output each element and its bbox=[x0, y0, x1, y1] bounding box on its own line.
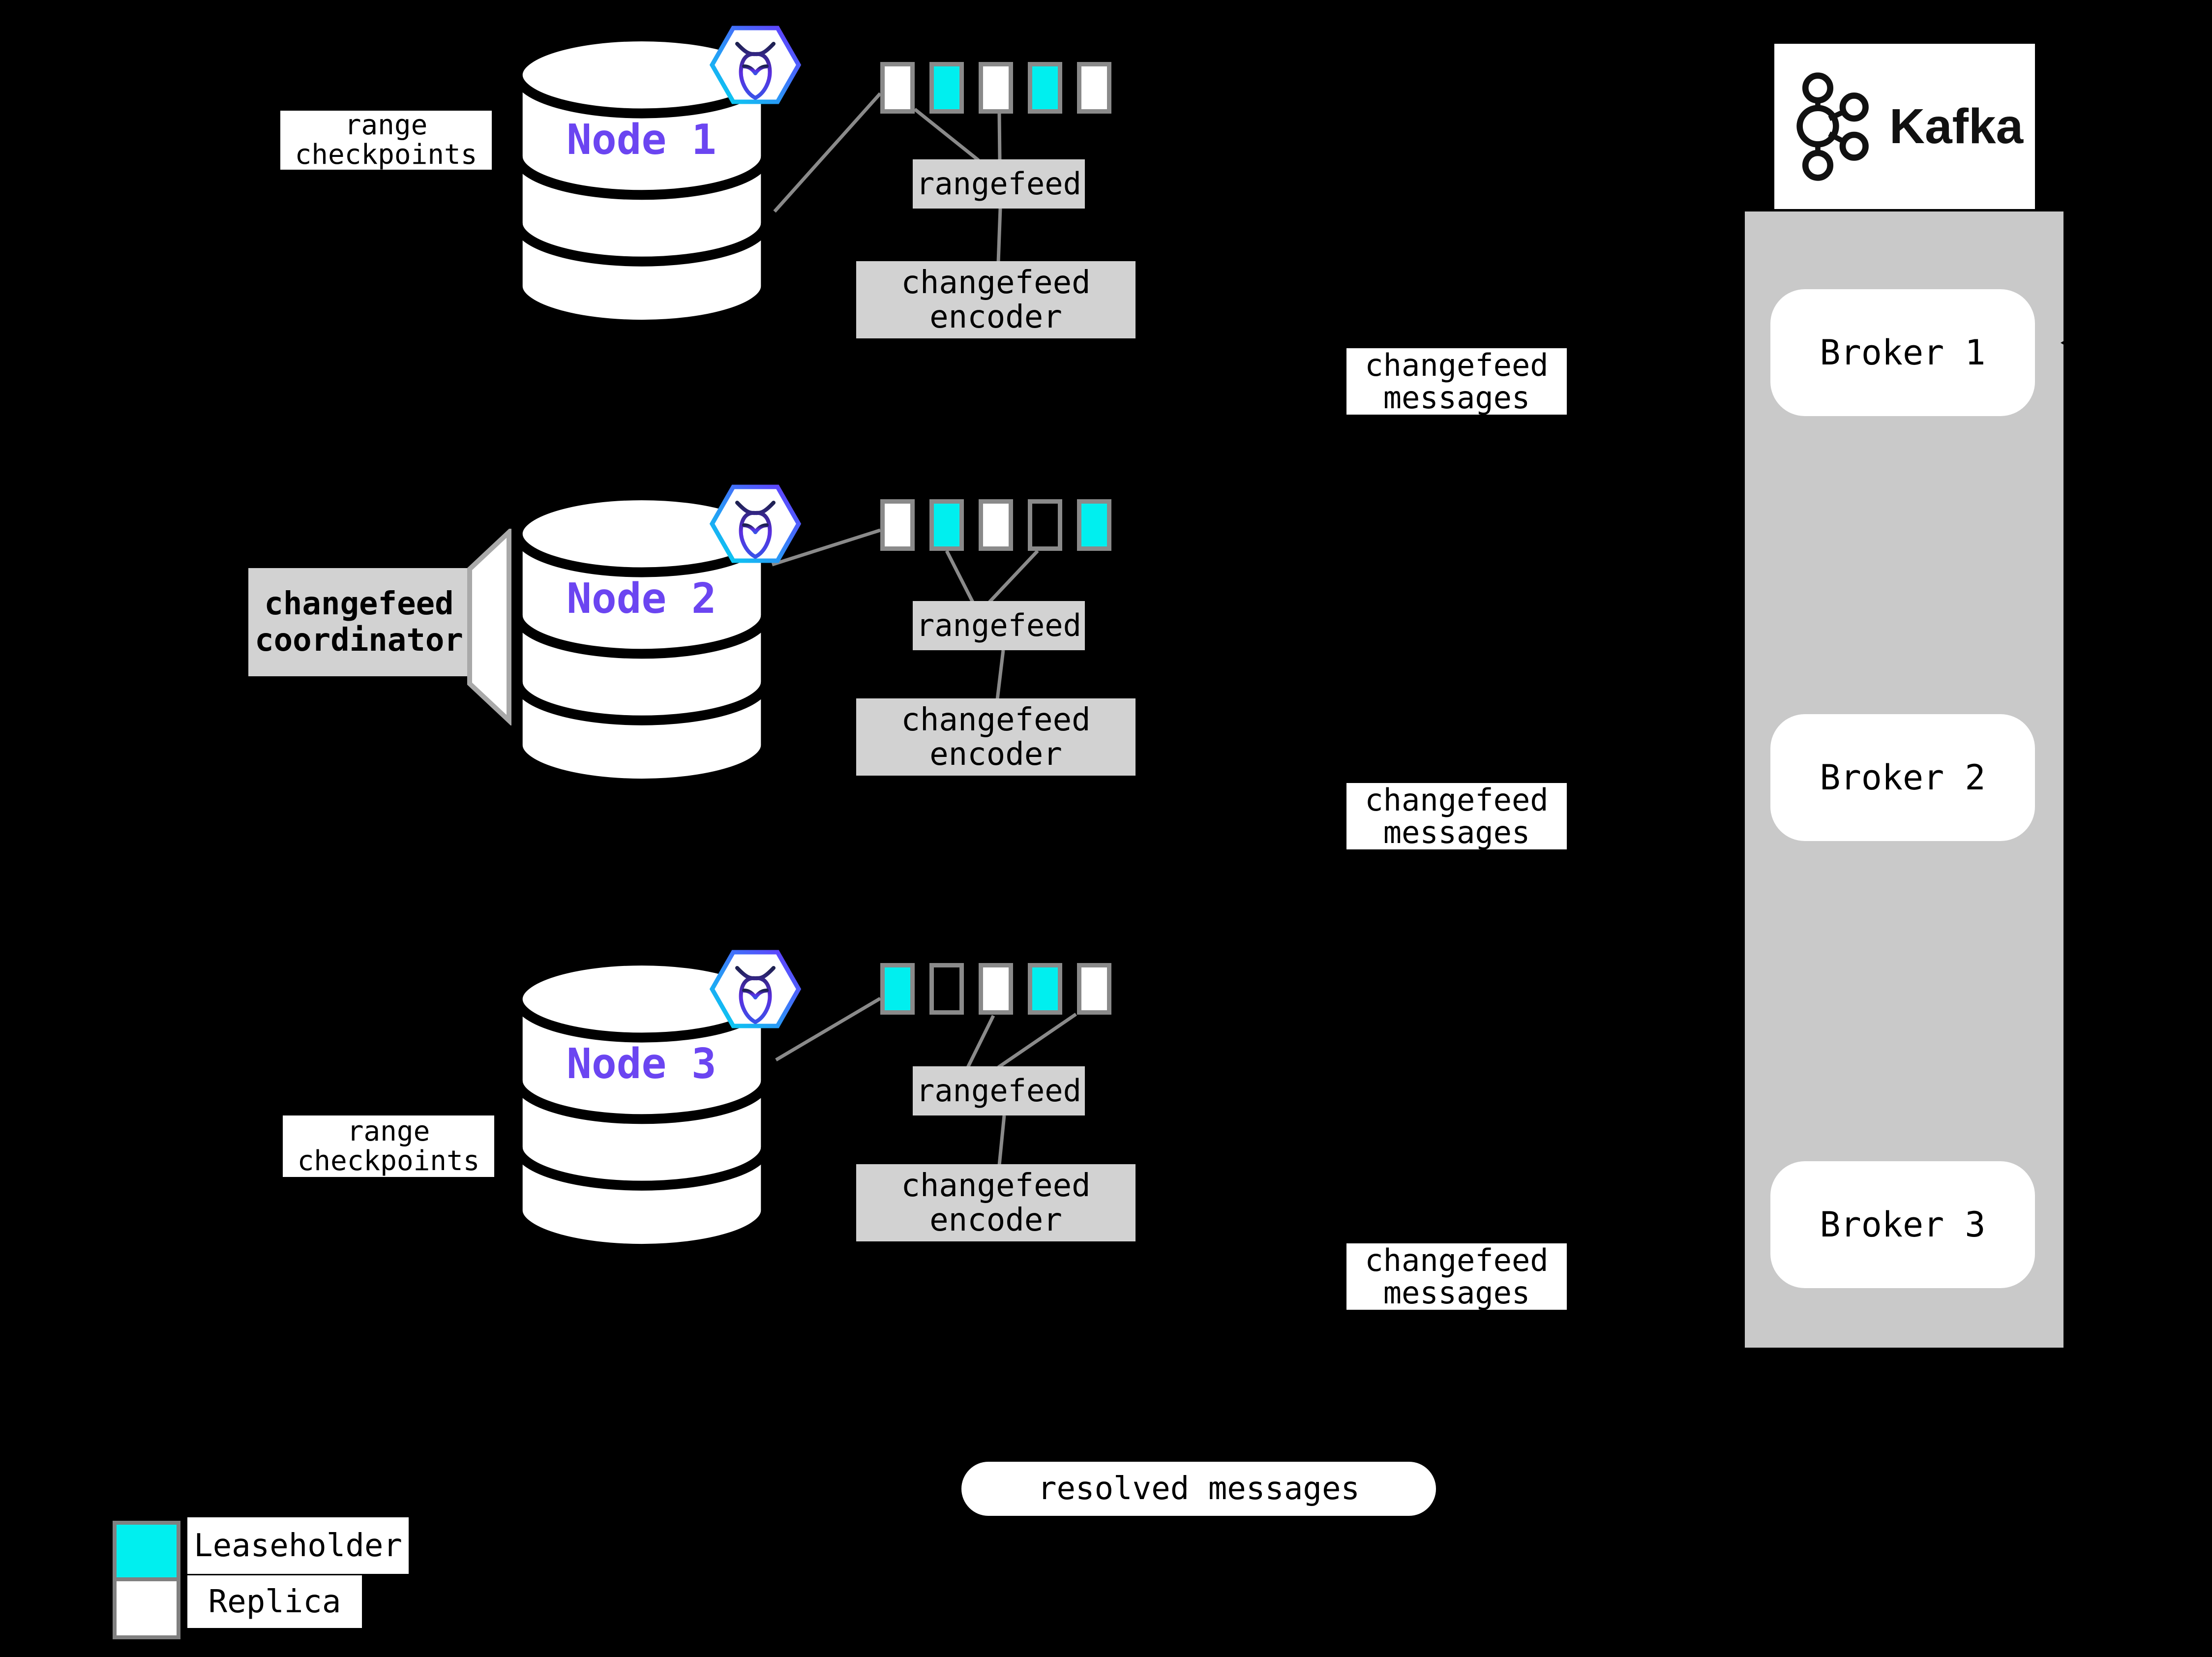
rangefeed-box: rangefeed bbox=[913, 601, 1085, 650]
label-line: checkpoints bbox=[295, 139, 478, 171]
range-replica bbox=[1028, 62, 1062, 114]
label-line: range bbox=[347, 1115, 430, 1147]
node-label: Node 2 bbox=[567, 574, 716, 623]
resolved-messages-label: resolved messages bbox=[961, 1462, 1436, 1516]
kafka-title: Kafka bbox=[1889, 98, 2024, 154]
node-2-cylinder: Node 2 bbox=[512, 490, 771, 789]
range-replica bbox=[1077, 499, 1111, 551]
broker-2-box: Broker 2 bbox=[1770, 714, 2035, 841]
broker-1-box: Broker 1 bbox=[1770, 289, 2035, 416]
messages-line: messages bbox=[1383, 814, 1530, 850]
range-replica bbox=[929, 62, 964, 114]
kafka-logo-box: Kafka bbox=[1774, 44, 2035, 209]
range-replica bbox=[979, 62, 1013, 114]
node-label: Node 1 bbox=[567, 116, 716, 164]
kafka-logo-icon bbox=[1796, 72, 1869, 181]
node-label: Node 3 bbox=[567, 1040, 716, 1088]
range-replica bbox=[979, 963, 1013, 1015]
encoder-line: changefeed bbox=[901, 264, 1091, 301]
broker-label: Broker 3 bbox=[1820, 1205, 1986, 1245]
messages-line: messages bbox=[1383, 1274, 1530, 1311]
legend-leaseholder-swatch bbox=[113, 1521, 180, 1581]
broker-3-box: Broker 3 bbox=[1770, 1161, 2035, 1288]
range-replica bbox=[1077, 62, 1111, 114]
legend-leaseholder-label: Leaseholder bbox=[187, 1517, 409, 1574]
coordinator-line: coordinator bbox=[255, 622, 463, 659]
range-replica bbox=[929, 963, 964, 1015]
range-replica bbox=[880, 62, 915, 114]
encoder-line: encoder bbox=[929, 1202, 1062, 1238]
encoder-line: encoder bbox=[929, 299, 1062, 335]
rangefeed-label: rangefeed bbox=[916, 166, 1081, 202]
broker-label: Broker 2 bbox=[1820, 757, 1986, 798]
resolved-text: resolved messages bbox=[1037, 1471, 1360, 1507]
range-replica bbox=[929, 499, 964, 551]
coordinator-flag-shape bbox=[467, 529, 511, 725]
range-replica bbox=[1028, 499, 1062, 551]
range-replica bbox=[880, 963, 915, 1015]
cockroachdb-icon bbox=[709, 950, 802, 1028]
range-replica bbox=[979, 499, 1013, 551]
rangefeed-box: rangefeed bbox=[913, 1066, 1085, 1115]
encoder-line: changefeed bbox=[901, 1167, 1091, 1204]
node-1-cylinder: Node 1 bbox=[512, 31, 771, 330]
node-3-cylinder: Node 3 bbox=[512, 956, 771, 1254]
rangefeed-label: rangefeed bbox=[916, 1073, 1081, 1109]
messages-line: changefeed bbox=[1365, 782, 1549, 818]
messages-line: messages bbox=[1383, 379, 1530, 416]
coordinator-line: changefeed bbox=[264, 586, 454, 622]
encoder-line: encoder bbox=[929, 736, 1062, 773]
label-line: range bbox=[344, 109, 428, 141]
rangefeed-label: rangefeed bbox=[916, 607, 1081, 643]
arrowhead-into-broker-1 bbox=[2061, 327, 2089, 359]
legend-replica-swatch bbox=[113, 1577, 180, 1639]
range-replica bbox=[1028, 963, 1062, 1015]
cockroachdb-icon bbox=[709, 26, 802, 104]
broker-label: Broker 1 bbox=[1820, 332, 1986, 373]
legend-text: Leaseholder bbox=[194, 1527, 402, 1564]
messages-line: changefeed bbox=[1365, 347, 1549, 383]
rangefeed-box: rangefeed bbox=[913, 159, 1085, 209]
range-replica bbox=[880, 499, 915, 551]
label-line: checkpoints bbox=[297, 1145, 480, 1177]
cockroachdb-icon bbox=[709, 484, 802, 563]
encoder-line: changefeed bbox=[901, 701, 1091, 738]
legend-text: Replica bbox=[208, 1583, 341, 1620]
messages-line: changefeed bbox=[1365, 1242, 1549, 1278]
range-replica bbox=[1077, 963, 1111, 1015]
legend-replica-label: Replica bbox=[187, 1575, 362, 1628]
